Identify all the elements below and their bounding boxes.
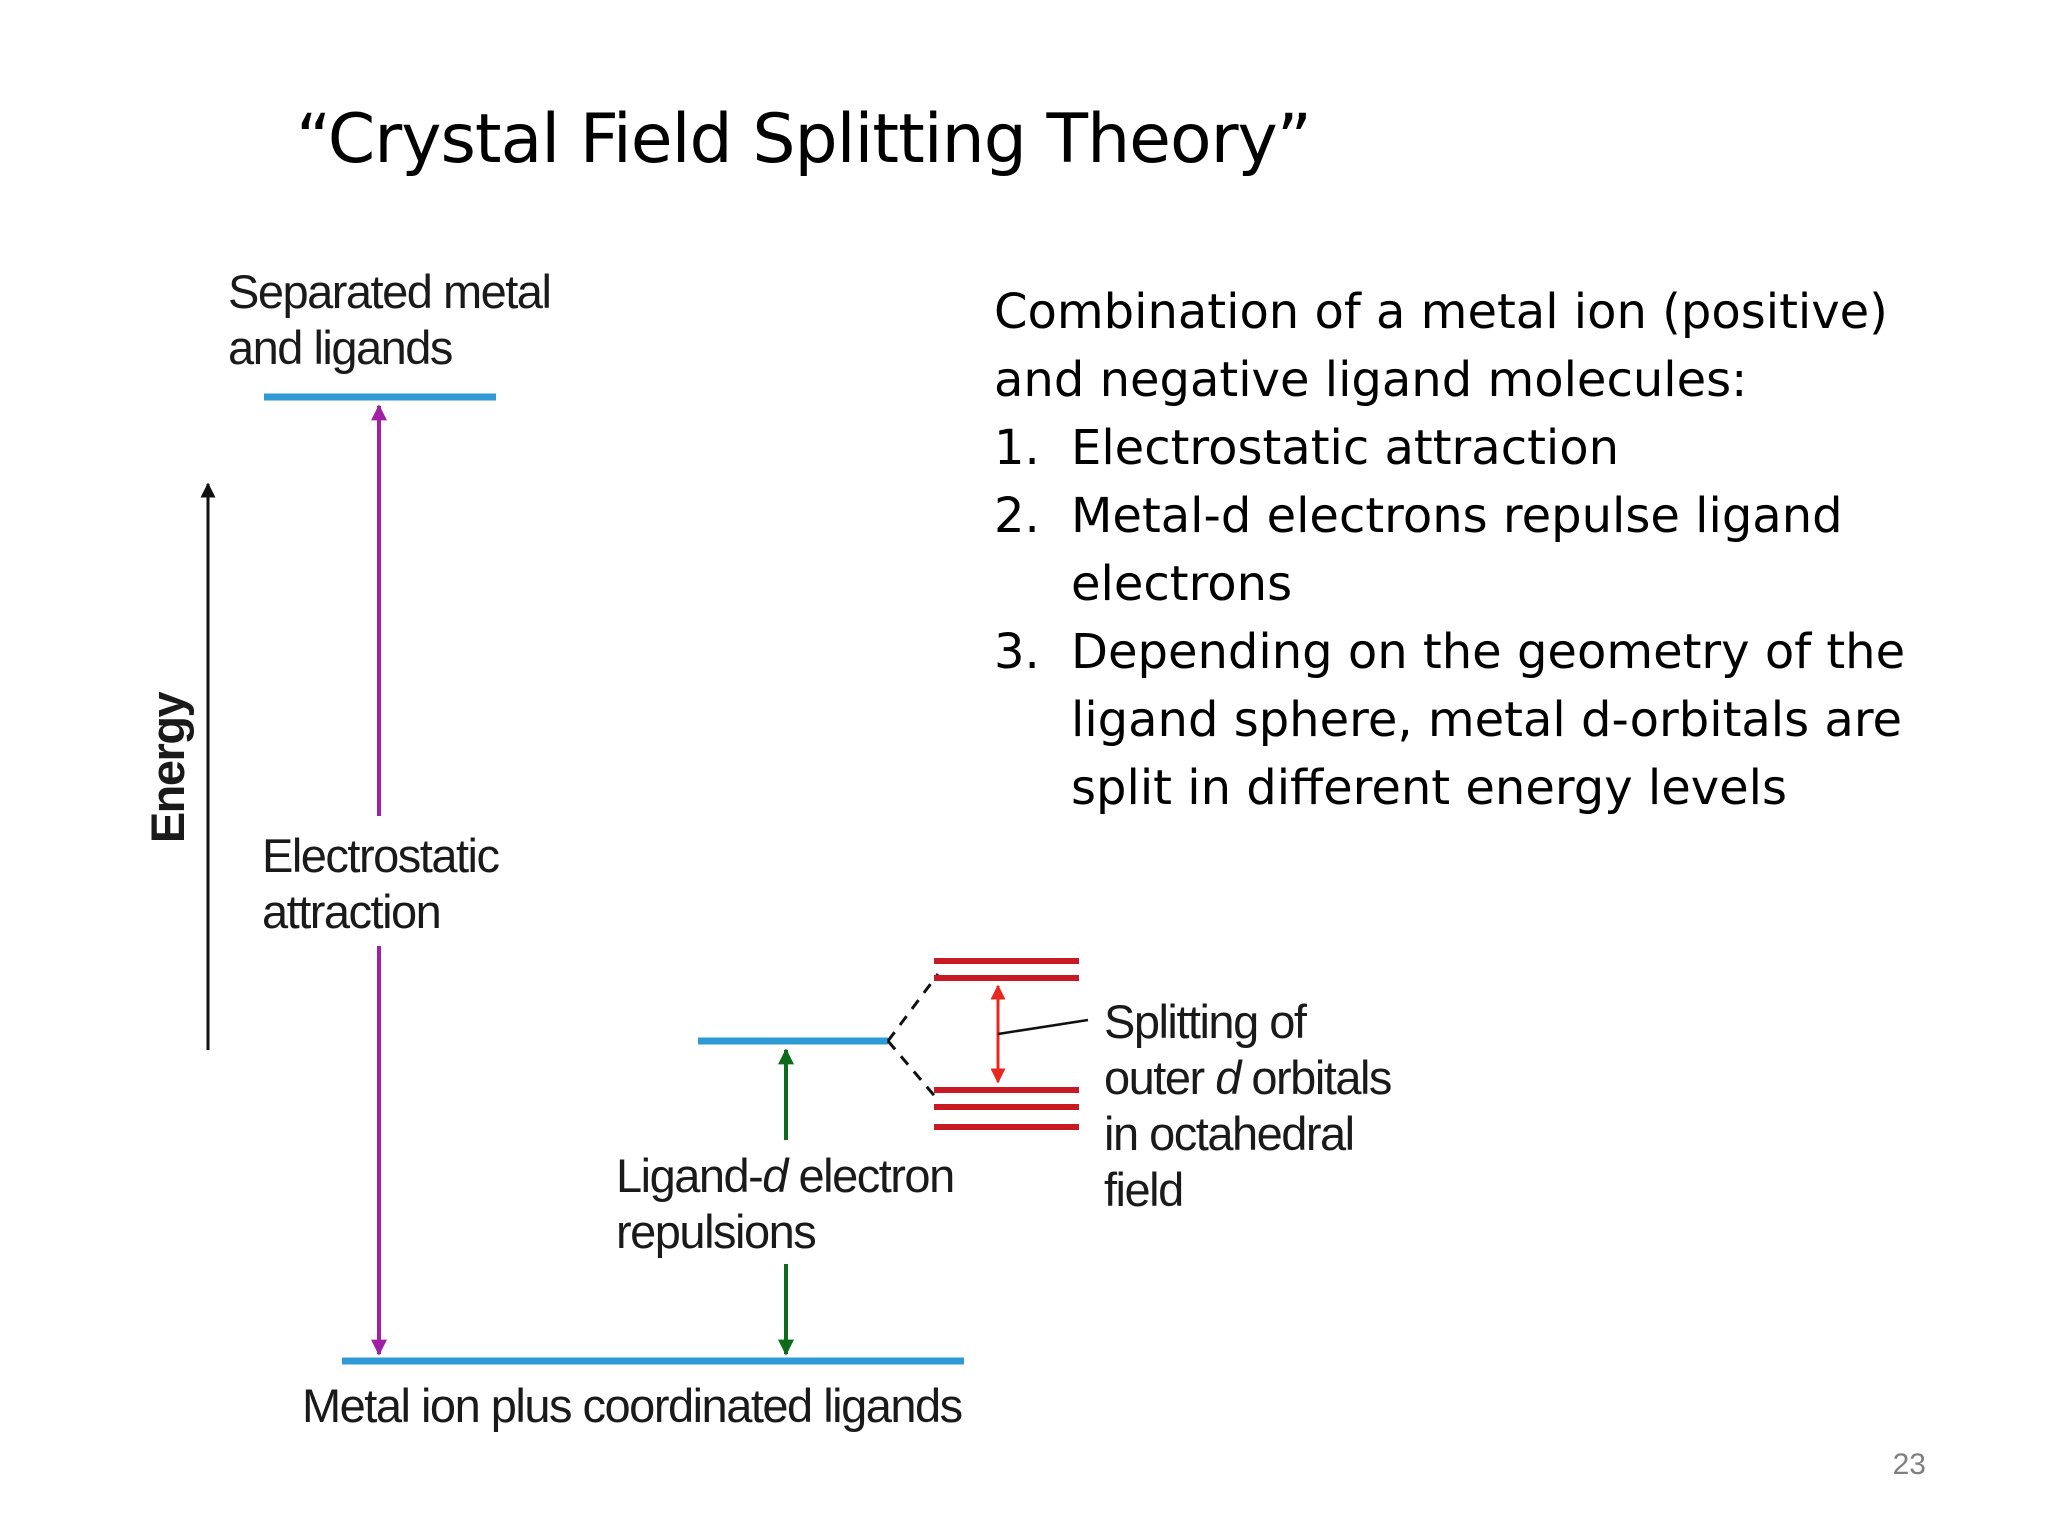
list-text: Electrostatic attraction [1071, 420, 1620, 476]
separated-label-line1: Separated metal [228, 265, 550, 318]
energy-axis-label: Energy [141, 691, 194, 843]
points-list: 1. Electrostatic attraction 2. Metal-d e… [994, 414, 1954, 822]
ligand-label-line1: Ligand-d electron [616, 1149, 954, 1202]
list-item: 1. Electrostatic attraction [994, 414, 1954, 482]
bottom-level-label: Metal ion plus coordinated ligands [302, 1379, 962, 1432]
splitting-label-line4: field [1104, 1163, 1183, 1216]
list-item: 3. Depending on the geometry of the liga… [994, 618, 1954, 822]
list-item: 2. Metal-d electrons repulse ligand elec… [994, 482, 1954, 618]
list-number: 1. [994, 420, 1040, 476]
electrostatic-label-line1: Electrostatic [262, 829, 499, 882]
slide-title: “Crystal Field Splitting Theory” [296, 100, 1312, 179]
splitting-label-line1: Splitting of [1104, 995, 1308, 1048]
split-connector-upper [886, 973, 940, 1042]
list-text: Depending on the geometry of the ligand … [1071, 624, 1906, 816]
body-text: Combination of a metal ion (positive) an… [994, 278, 1954, 822]
splitting-label-line3: in octahedral [1104, 1107, 1354, 1160]
split-connector-lower [886, 1040, 940, 1101]
list-text: Metal-d electrons repulse ligand electro… [1071, 488, 1843, 612]
list-number: 2. [994, 488, 1040, 544]
split-leader-line [997, 1018, 1089, 1036]
separated-label-line2: and ligands [228, 321, 452, 374]
electrostatic-label-line2: attraction [262, 885, 440, 938]
list-number: 3. [994, 624, 1040, 680]
splitting-label-line2: outer d orbitals [1104, 1051, 1391, 1104]
ligand-label-line2: repulsions [616, 1205, 815, 1258]
intro-text: Combination of a metal ion (positive) an… [994, 284, 1888, 408]
page-number: 23 [1892, 1448, 1926, 1481]
